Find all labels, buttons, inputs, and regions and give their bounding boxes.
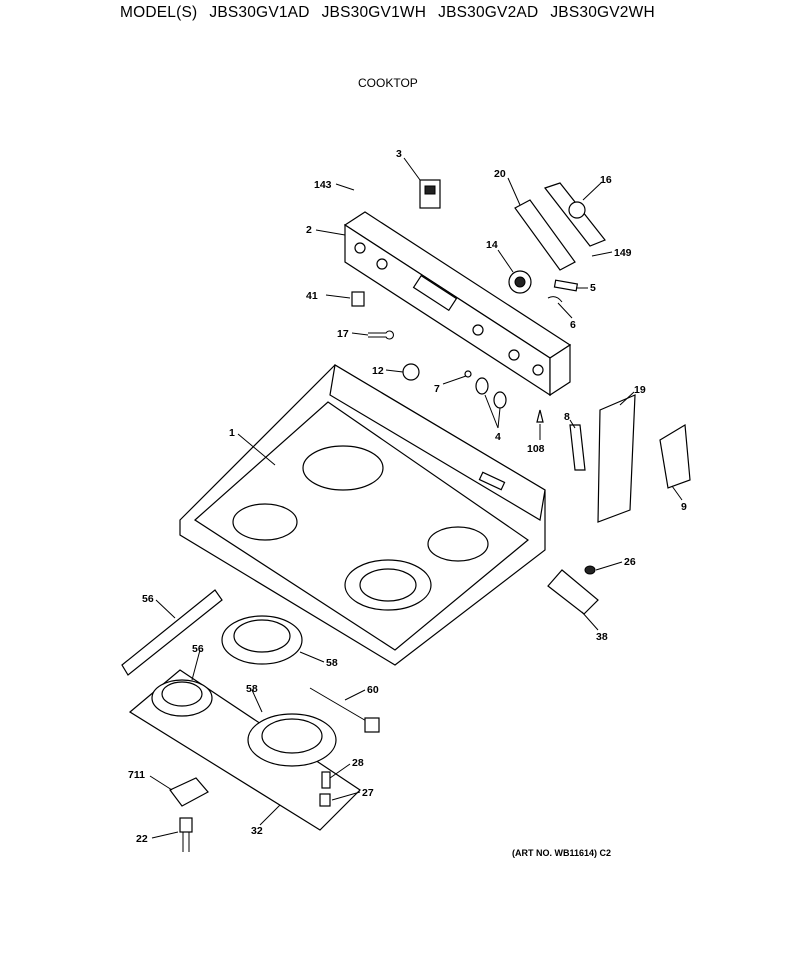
label-22: 22 (136, 833, 148, 845)
label-38: 38 (596, 631, 608, 643)
label-9: 9 (681, 501, 687, 513)
label-6: 6 (570, 319, 576, 331)
label-28: 28 (352, 757, 364, 769)
bracket-711 (169, 777, 209, 807)
art-number: (ART NO. WB11614) C2 (512, 848, 612, 858)
label-17: 17 (337, 328, 349, 340)
knob-41 (351, 291, 365, 307)
label-19: 19 (634, 384, 646, 396)
bracket-8 (569, 424, 586, 471)
label-2: 2 (306, 224, 312, 236)
receptacle-22 (179, 817, 193, 852)
label-41: 41 (306, 290, 318, 302)
knob-4b (493, 391, 507, 409)
side-trim-19 (597, 394, 636, 523)
bracket-5 (553, 279, 579, 292)
surface-unit-56-front (151, 679, 213, 717)
wire-lead-60 (309, 687, 380, 733)
label-108: 108 (527, 443, 545, 455)
knob-4a (475, 377, 489, 395)
switch-3 (419, 179, 441, 209)
rail-56 (121, 589, 223, 676)
label-4: 4 (495, 431, 501, 443)
label-12: 12 (372, 365, 384, 377)
label-16: 16 (600, 174, 612, 186)
model-number-2: JBS30GV1WH (321, 4, 427, 21)
label-58-rear: 58 (326, 657, 338, 669)
model-number-4: JBS30GV2WH (550, 4, 655, 21)
infinite-switch-14 (508, 270, 532, 294)
end-cap-9 (659, 423, 691, 489)
label-20: 20 (494, 168, 506, 180)
label-3: 3 (396, 148, 402, 160)
burner-opening-rear-left (302, 445, 384, 491)
burner-opening-front-left (232, 503, 298, 541)
label-8: 8 (564, 411, 570, 423)
knob-12 (402, 363, 420, 381)
screw-17 (368, 330, 394, 340)
label-58-front: 58 (246, 683, 258, 695)
burner-opening-rear-right (427, 526, 489, 562)
label-1: 1 (229, 427, 235, 439)
label-711: 711 (128, 769, 145, 781)
label-14: 14 (486, 239, 498, 251)
surface-unit-58-rear (221, 615, 303, 665)
label-60: 60 (367, 684, 379, 696)
model-number-1: JBS30GV1AD (209, 4, 310, 21)
label-56-rail: 56 (142, 593, 154, 605)
grommet-26 (584, 565, 596, 575)
cooktop-panel (179, 364, 546, 666)
label-56-unit: 56 (192, 643, 204, 655)
control-panel (343, 211, 572, 397)
surface-unit-58-front (247, 713, 337, 767)
model-prefix: MODEL(S) (120, 4, 198, 21)
screw-108 (536, 409, 544, 423)
label-32: 32 (251, 825, 263, 837)
label-26: 26 (624, 556, 636, 568)
section-title: COOKTOP (358, 76, 418, 90)
label-149: 149 (614, 247, 632, 259)
model-header: MODEL(S) JBS30GV1AD JBS30GV1WH JBS30GV2AD JB… (120, 4, 667, 22)
clip-7 (464, 370, 472, 378)
label-27: 27 (362, 787, 374, 799)
label-5: 5 (590, 282, 596, 294)
label-7: 7 (434, 383, 440, 395)
screw-27 (319, 793, 331, 807)
clock-assembly-16-20 (514, 182, 606, 271)
bracket-38 (547, 569, 599, 615)
leader-lines (149, 157, 683, 839)
label-143: 143 (314, 179, 332, 191)
clip-6 (547, 296, 563, 303)
clip-28 (321, 771, 331, 789)
model-number-3: JBS30GV2AD (438, 4, 539, 21)
